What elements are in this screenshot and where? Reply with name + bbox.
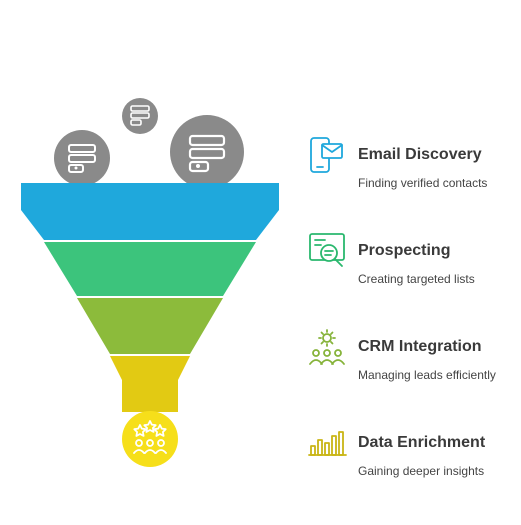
stage-email-discovery: Email Discovery Finding verified contact…	[308, 136, 518, 206]
stage-title: CRM Integration	[358, 338, 482, 355]
funnel-stage-data-enrichment	[110, 356, 190, 412]
list-search-icon	[309, 233, 345, 267]
people-stars-icon	[122, 411, 178, 467]
funnel-stage-crm-integration	[77, 298, 223, 354]
stage-title: Email Discovery	[358, 146, 482, 163]
database-icon	[170, 115, 244, 189]
stage-crm-integration: CRM Integration Managing leads efficient…	[308, 328, 518, 398]
stage-description: Finding verified contacts	[358, 176, 488, 190]
funnel-stage-prospecting	[44, 242, 256, 296]
stage-description: Creating targeted lists	[358, 272, 475, 286]
stage-prospecting: Prospecting Creating targeted lists	[308, 232, 518, 302]
funnel-stage-email-discovery	[21, 183, 279, 240]
bar-chart-icon	[308, 431, 347, 456]
stage-description: Gaining deeper insights	[358, 464, 485, 478]
stage-data-enrichment: Data Enrichment Gaining deeper insights	[308, 424, 518, 494]
stage-title: Data Enrichment	[358, 434, 486, 451]
gear-people-icon	[309, 329, 345, 365]
database-icon	[122, 98, 158, 134]
database-icon	[54, 130, 110, 186]
stage-description: Managing leads efficiently	[358, 368, 496, 382]
mobile-mail-icon	[310, 137, 343, 173]
stage-title: Prospecting	[358, 242, 451, 259]
